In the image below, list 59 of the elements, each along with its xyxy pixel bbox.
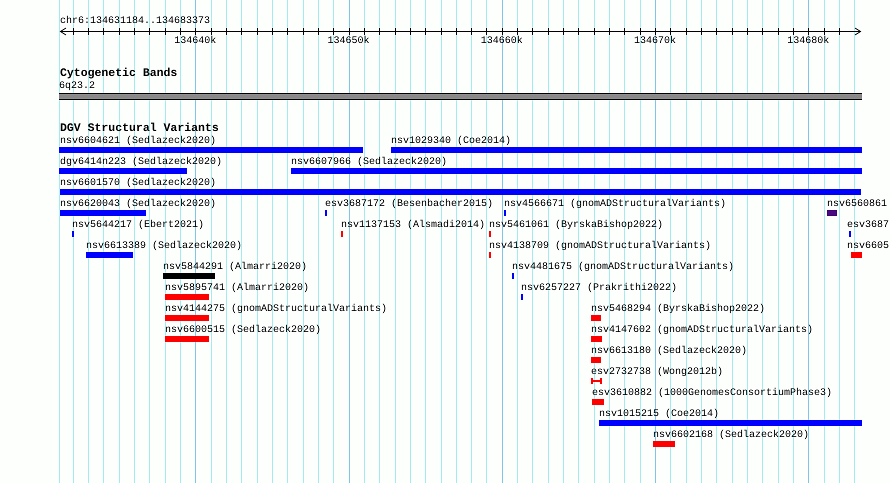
variant-bar	[827, 210, 837, 216]
band-label: 6q23.2	[59, 81, 96, 92]
variant-label: nsv4138709 (gnomADStructuralVariants)	[489, 241, 712, 252]
variant-label: esv2732738 (Wong2012b)	[591, 367, 724, 378]
variant-label: nsv5644217 (Ebert2021)	[72, 220, 204, 231]
variant-bar	[591, 357, 601, 363]
variant-label: nsv6602168 (Sedlazeck2020)	[653, 430, 810, 441]
variant-label: nsv4147602 (gnomADStructuralVariants)	[591, 325, 814, 336]
variant-label: nsv6601570 (Sedlazeck2020)	[60, 178, 216, 189]
variant-bar	[591, 315, 601, 321]
variant-bar	[851, 252, 862, 258]
variant-label: nsv5895741 (Almarri2020)	[165, 283, 310, 294]
variant-label: dgv6414n223 (Sedlazeck2020)	[60, 157, 222, 168]
variant-bar	[59, 168, 187, 174]
variant-label: nsv6560861	[827, 199, 888, 210]
variant-bar	[165, 336, 209, 342]
tick-label: 134650k	[328, 36, 370, 47]
variant-bar	[165, 315, 209, 321]
variant-interval	[591, 378, 602, 384]
variant-label: nsv6600515 (Sedlazeck2020)	[165, 325, 322, 336]
variant-bar	[592, 399, 604, 405]
tick-label: 134680k	[787, 36, 830, 47]
variant-label: nsv6604621 (Sedlazeck2020)	[60, 136, 216, 147]
variant-bar	[60, 189, 861, 195]
variant-label: nsv6620043 (Sedlazeck2020)	[60, 199, 216, 210]
tick-label: 134670k	[634, 36, 676, 47]
variant-bar	[86, 252, 133, 258]
variant-bar	[291, 168, 862, 174]
variant-label: nsv5844291 (Almarri2020)	[163, 262, 308, 273]
tick-label: 134640k	[174, 36, 216, 47]
variant-label: nsv6605	[847, 241, 890, 252]
variant-bar	[599, 420, 862, 426]
variant-label: esv3610882 (1000GenomesConsortiumPhase3)	[592, 388, 832, 399]
variant-label: nsv5461061 (ByrskaBishop2022)	[489, 220, 664, 231]
variant-label: nsv4481675 (gnomADStructuralVariants)	[512, 262, 734, 273]
variant-bar	[163, 273, 215, 279]
variant-label: nsv1015215 (Coe2014)	[599, 409, 720, 420]
variant-label: nsv6613389 (Sedlazeck2020)	[86, 241, 242, 252]
variant-label: nsv1029340 (Coe2014)	[391, 136, 512, 147]
variant-label: nsv5468294 (ByrskaBishop2022)	[591, 304, 766, 315]
variant-bar	[591, 336, 602, 342]
variant-label: nsv6257227 (Prakrithi2022)	[521, 283, 678, 294]
variant-label: nsv6613180 (Sedlazeck2020)	[591, 346, 748, 357]
variant-bar	[391, 147, 862, 153]
track-heading: Cytogenetic Bands	[60, 67, 178, 80]
variant-label: esv3687172 (Besenbacher2015)	[325, 199, 494, 210]
variant-label: nsv1137153 (Alsmadi2014)	[341, 220, 486, 231]
variant-label: nsv4144275 (gnomADStructuralVariants)	[165, 304, 388, 315]
variant-bar	[653, 441, 675, 447]
tick-label: 134660k	[480, 36, 523, 47]
variant-bar	[165, 294, 209, 300]
variant-bar	[60, 210, 146, 216]
variant-label: nsv6607966 (Sedlazeck2020)	[291, 157, 448, 168]
coordinate-label: chr6:134631184..134683373	[60, 16, 210, 27]
variant-label: nsv4566671 (gnomADStructuralVariants)	[504, 199, 726, 210]
track-heading: DGV Structural Variants	[60, 122, 219, 135]
cytoband-bar	[59, 93, 862, 100]
variant-label: esv3687	[847, 220, 890, 231]
variant-bar	[59, 147, 363, 153]
